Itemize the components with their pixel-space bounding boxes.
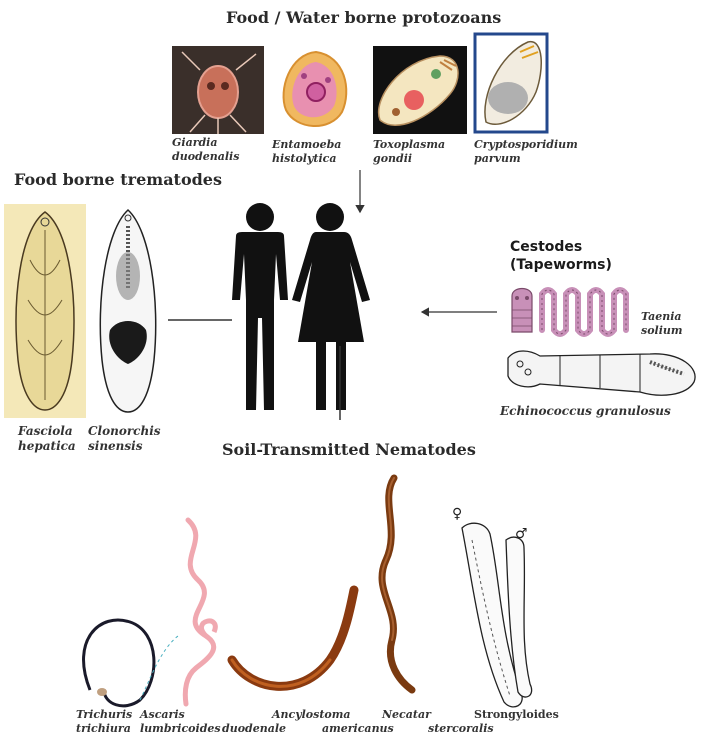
trichuris-image [82,618,179,708]
label-toxoplasma: Toxoplasma gondii [373,138,445,166]
label-line: Entamoeba [272,138,342,151]
label-line: Fasciola [18,424,73,438]
fasciola-image [4,204,86,418]
label-entamoeba: Entamoeba histolytica [272,138,341,166]
label-line: hepatica [18,439,76,453]
cestodes-heading-line2: (Tapeworms) [510,257,612,273]
label-ancylostoma: Ancylostoma [272,708,351,721]
label-line: Giardia [172,136,218,149]
label-line: Necatar [382,708,431,721]
label-necator: Necatar americanus [322,708,431,736]
label-ascaris: Ascaris lumbricoides [140,708,221,736]
label-line: Strongyloides [474,708,559,721]
label-line: duodenalis [172,150,240,163]
ancylostoma-image [227,585,359,691]
human-couple-icon [232,203,370,410]
clonorchis-image [99,208,157,413]
label-line: trichiura [76,722,131,735]
label-taenia: Taenia solium [641,310,683,338]
label-line: sinensis [88,439,143,453]
label-line: parvum [474,152,521,165]
label-cryptosporidium: Cryptosporidium parvum [474,138,578,166]
label-line: Toxoplasma [373,138,446,151]
trematodes-heading: Food borne trematodes [14,170,222,189]
label-line: Clonorchis [88,424,161,438]
label-line: stercoralis [428,722,494,735]
label-line: Taenia [641,310,682,323]
taenia-image [511,287,629,337]
giardia-image [172,46,264,134]
label-echinococcus: Echinococcus granulosus [500,404,671,418]
cryptosporidium-image [473,32,549,134]
cestodes-heading: Cestodes (Tapeworms) [510,238,612,274]
label-giardia: Giardia duodenalis [172,136,239,164]
strongyloides-image [461,522,533,708]
label-line: histolytica [272,152,337,165]
ascaris-image [182,517,218,707]
label-line: gondii [373,152,413,165]
male-symbol: ♂ [515,526,528,542]
label-line: lumbricoides [140,722,221,735]
label-trichuris: Trichuris trichiura [76,708,132,736]
nematodes-heading: Soil-Transmitted Nematodes [222,440,476,459]
protozoa-heading: Food / Water borne protozoans [226,8,502,27]
entamoeba-image [273,46,359,132]
label-line: Cryptosporidium [474,138,578,151]
label-line: Trichuris [76,708,133,721]
label-line: americanus [322,722,394,735]
label-line: Ascaris [140,708,185,721]
toxoplasma-image [373,46,467,134]
female-symbol: ♀ [452,506,463,522]
echinococcus-image [507,350,696,396]
label-strongyloides: Strongyloides stercoralis [428,708,559,736]
necator-image [378,474,416,694]
label-clonorchis: Clonorchis sinensis [88,424,161,454]
label-duodenale: duodenale [222,722,287,735]
label-fasciola: Fasciola hepatica [18,424,76,454]
label-line: solium [641,324,683,337]
cestodes-heading-line1: Cestodes [510,239,583,255]
